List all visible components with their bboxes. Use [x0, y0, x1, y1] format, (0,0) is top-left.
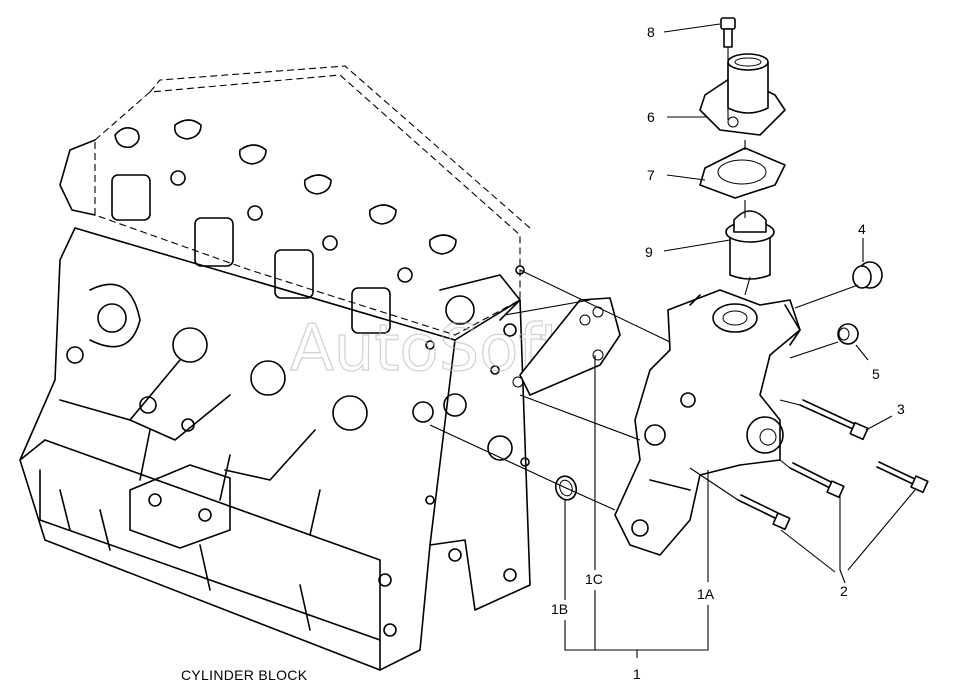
callout-1B: 1B	[551, 601, 568, 617]
thermostat	[725, 210, 775, 280]
cylinder-block	[19, 65, 531, 671]
callout-5: 5	[872, 366, 880, 382]
callout-1: 1	[633, 666, 641, 682]
callout-3: 3	[897, 401, 905, 417]
bolt-8	[720, 17, 736, 48]
callout-1A: 1A	[697, 586, 715, 602]
diagram-caption: CYLINDER BLOCK	[181, 667, 308, 683]
callout-2: 2	[840, 583, 848, 599]
water-pump-gasket	[512, 297, 621, 396]
o-ring	[554, 475, 578, 501]
callout-9: 9	[645, 244, 653, 260]
callout-7: 7	[647, 167, 655, 183]
thermostat-gasket	[699, 147, 786, 199]
plug-4	[852, 261, 883, 289]
water-pump-body	[614, 289, 801, 556]
bolt-2c	[737, 494, 791, 531]
assembly-lines	[429, 47, 801, 511]
bolt-2b	[789, 462, 845, 499]
thermostat-housing	[699, 53, 786, 136]
watermark-text: AutoSoft	[290, 312, 565, 386]
bolt-3	[799, 399, 869, 441]
callout-6: 6	[647, 109, 655, 125]
plug-5	[837, 323, 859, 345]
callout-8: 8	[647, 24, 655, 40]
bolt-2a	[876, 461, 929, 494]
leader-lines	[564, 23, 916, 658]
callout-4: 4	[858, 221, 866, 237]
callout-1C: 1C	[585, 571, 603, 587]
callout-labels: 8 6 7 9 4 5 3 2 1B 1C 1A 1	[551, 24, 905, 682]
